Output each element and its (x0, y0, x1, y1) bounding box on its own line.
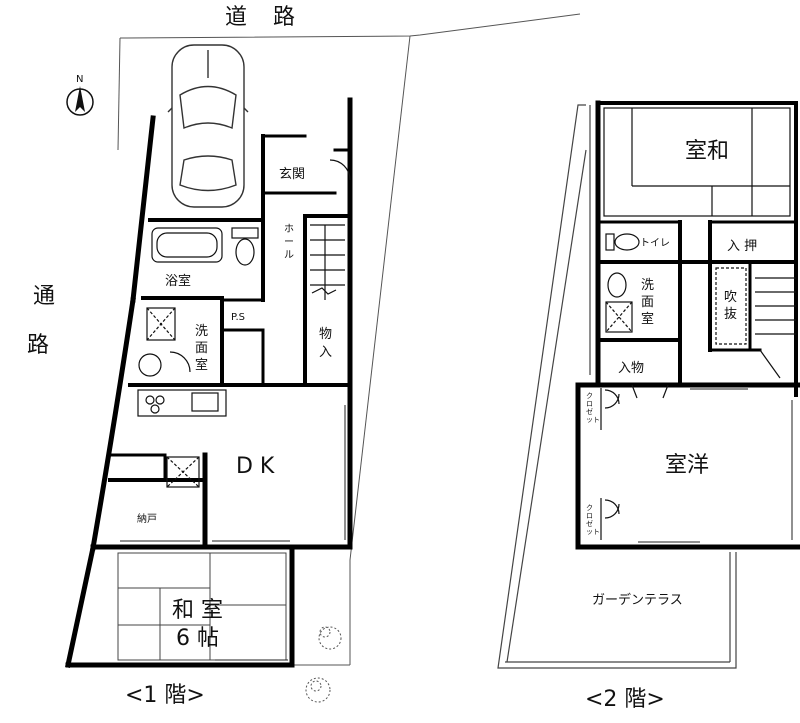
svg-text:ロ: ロ (586, 512, 593, 520)
svg-text:ロ: ロ (586, 400, 593, 408)
room-nando: 納戸 (137, 512, 157, 525)
room-storage-2: 入 (319, 345, 332, 360)
room-genkan: 玄関 (279, 167, 305, 182)
room-ps: P.S (231, 312, 245, 323)
svg-text:ク: ク (586, 504, 593, 512)
floor2-windows (638, 388, 793, 543)
floor1-fixtures (137, 159, 351, 488)
garden-terrace-outline (497, 104, 737, 669)
floor1-windows (120, 405, 346, 661)
floor1-tatami (117, 552, 287, 661)
room-hall-2: ー (284, 237, 294, 248)
north-arrow-icon (66, 86, 94, 116)
svg-text:ク: ク (586, 392, 593, 400)
room2-yoshitsu: 室洋 (665, 453, 709, 478)
shrub-icon (305, 626, 342, 703)
room2-fukinuke-2: 抜 (724, 306, 737, 322)
room2-fukinuke-1: 吹 (724, 290, 737, 305)
room2-wash-2: 面 (641, 295, 654, 310)
room-dk: D K (236, 454, 275, 479)
floor2-walls (575, 100, 800, 550)
road-side-char-1: 通 (33, 284, 55, 309)
svg-text:ット: ット (586, 416, 600, 424)
room-wash-2: 面 (195, 341, 208, 356)
room2-garden-terrace: ガーデンテラス (592, 592, 683, 608)
room-wash-3: 室 (195, 357, 208, 373)
north-label: N (76, 74, 83, 85)
closet-label-upper: ク ロ ゼ ット (586, 392, 600, 424)
svg-text:ゼ: ゼ (586, 519, 593, 528)
room2-washitsu: 室和 (685, 139, 729, 164)
floor1-walls (65, 97, 353, 668)
room-bath: 浴室 (165, 273, 191, 289)
svg-text:ゼ: ゼ (586, 407, 593, 416)
floor2-fixtures (600, 107, 796, 540)
room2-wash-1: 洗 (641, 278, 654, 293)
room-storage-1: 物 (319, 327, 332, 342)
room-hall-3: ル (284, 250, 294, 261)
road-top-char-1: 道 (225, 5, 247, 30)
room2-toilet: トイレ (640, 238, 670, 249)
site-boundary (117, 13, 581, 666)
closet-label-lower: ク ロ ゼ ット (586, 504, 600, 536)
room2-wash-3: 室 (641, 311, 654, 327)
floor2-caption: <2 階> (585, 687, 665, 712)
road-side-char-2: 路 (27, 333, 49, 358)
room-wash-1: 洗 (195, 324, 208, 339)
floor1-caption: <1 階> (125, 683, 205, 708)
svg-text:ット: ット (586, 528, 600, 536)
room2-oshiire: 入 押 (727, 239, 757, 254)
room-washitsu: 和 室 (172, 598, 223, 623)
room-washitsu-size: 6 帖 (176, 626, 219, 651)
road-top-char-2: 路 (273, 5, 295, 30)
room2-monoire: 入物 (618, 361, 644, 376)
car-icon (167, 44, 249, 208)
room-hall-1: ホ (284, 223, 294, 235)
